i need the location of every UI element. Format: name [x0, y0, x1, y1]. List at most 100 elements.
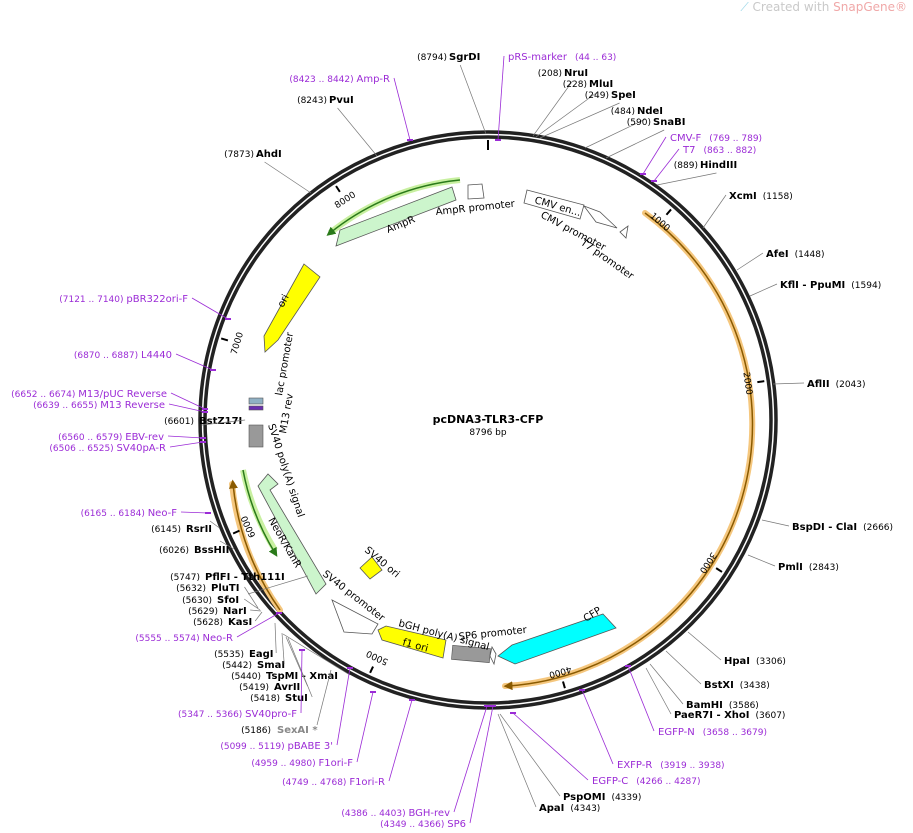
primer-label: (4349 .. 4366) SP6	[380, 819, 466, 830]
sv40-ori-feature	[359, 556, 383, 580]
site-position: (2043)	[836, 380, 866, 390]
site-leader-line	[219, 540, 234, 550]
site-label: PmlI(2843)	[778, 562, 839, 573]
primer-label: EXFP-R (3919 .. 3938)	[617, 760, 725, 771]
site-label: BamHI(3586)	[686, 700, 759, 711]
primer-range: (769 .. 789)	[709, 134, 762, 144]
primer-range: (4266 .. 4287)	[636, 777, 700, 787]
f1-ori-feature	[377, 625, 447, 659]
site-leader-line	[250, 609, 262, 612]
primer-name: EGFP-C	[592, 776, 628, 787]
sv40-promoter-feature	[331, 599, 379, 635]
tick-mark	[335, 185, 341, 193]
site-position: (1448)	[795, 250, 825, 260]
site-label: HpaI(3306)	[724, 656, 786, 667]
primer-name: EXFP-R	[617, 760, 652, 771]
tlr3-orf-arc	[502, 210, 756, 689]
site-label: (8794)	[417, 53, 447, 63]
plasmid-title: pcDNA3-TLR3-CFP	[433, 413, 544, 426]
site-label: PaeR7I - XhoI(3607)	[674, 710, 785, 721]
tick-mark	[369, 666, 374, 674]
primer-name: SV40pA-R	[117, 443, 166, 454]
primer-leader-line	[497, 55, 505, 141]
site-leader-line	[264, 161, 312, 194]
primer-range: (4386 .. 4403)	[341, 809, 408, 819]
site-label: PspOMI (4339)	[563, 792, 641, 803]
primer-name: Amp-R	[357, 74, 391, 85]
site-label: (6026)	[159, 546, 189, 556]
primer-label: (4749 .. 4768) F1ori-R	[282, 777, 385, 788]
site-position: (5186)	[241, 726, 271, 736]
primer-range: (4749 .. 4768)	[282, 778, 349, 788]
site-name: NarI	[223, 606, 247, 617]
primer-name: Neo-R	[203, 633, 234, 644]
sp6-promoter-label: SP6 promoter	[458, 625, 528, 643]
site-name: BstXI	[704, 680, 734, 691]
t7-promoter-feature	[619, 225, 629, 239]
site-leader-line	[287, 637, 313, 698]
site-leader-line	[749, 283, 778, 297]
primer-range: (3919 .. 3938)	[660, 761, 724, 771]
site-name: SmaI	[257, 660, 285, 671]
site-label: PvuI	[329, 95, 354, 106]
site-name: PaeR7I - XhoI	[674, 710, 750, 721]
site-leader-line	[761, 519, 790, 527]
primer-name: EGFP-N	[658, 727, 695, 738]
primer-name: EBV-rev	[125, 432, 164, 443]
site-position: (4339)	[611, 793, 641, 803]
primer-leader-line	[170, 392, 206, 410]
primer-name: pBABE 3'	[287, 741, 333, 752]
site-label: (5440)	[231, 672, 261, 682]
primer-label: (7121 .. 7140) pBR322ori-F	[59, 294, 188, 305]
site-label: SpeI	[611, 90, 636, 101]
site-name: BssHII	[194, 545, 229, 556]
neor-feature	[257, 473, 327, 595]
site-label: (208)	[538, 69, 562, 79]
site-leader-line	[247, 575, 308, 595]
site-name: TspMI - XmaI	[266, 671, 338, 682]
primer-leader-line	[236, 612, 280, 638]
snapgene-logo-icon: ⟋	[740, 0, 753, 14]
ori-feature	[263, 263, 321, 353]
m13-rev-label: M13 rev	[278, 393, 296, 435]
site-position: (8794)	[417, 53, 447, 63]
plasmid-length: 8796 bp	[469, 428, 506, 438]
primer-annotations: pRS-marker(44 .. 63)(8423 .. 8442) Amp-R…	[11, 52, 767, 830]
site-label: (5747)	[170, 573, 200, 583]
tick-mark	[665, 208, 672, 216]
site-name: AflII	[807, 379, 830, 390]
primer-leader-line	[393, 77, 411, 141]
site-label: (5535)	[214, 650, 244, 660]
site-leader-line	[244, 598, 261, 611]
site-leader-line	[645, 667, 672, 715]
site-label: (5419)	[239, 683, 269, 693]
site-name: KflI - PpuMI	[780, 280, 845, 291]
primer-name: F1ori-R	[349, 777, 385, 788]
site-position: (3306)	[756, 657, 786, 667]
site-leader-line	[285, 636, 308, 687]
primer-label: EGFP-N(3658 .. 3679)	[658, 727, 767, 738]
primer-label: (4959 .. 4980) F1ori-F	[251, 758, 353, 769]
primer-range: (7121 .. 7140)	[59, 295, 126, 305]
site-position: (889)	[674, 161, 698, 171]
site-name: PspOMI	[563, 792, 605, 803]
primer-range: (5555 .. 5574)	[135, 634, 202, 644]
site-label: NdeI	[637, 106, 663, 117]
site-label: SnaBI	[653, 117, 685, 128]
primer-name: pRS-marker	[508, 52, 568, 63]
sp6-promoter-feature	[489, 645, 497, 666]
site-name: BamHI	[686, 700, 723, 711]
restriction-sites: (8794) SgrDI(208) NruI(228) MluI(249) Sp…	[151, 52, 893, 814]
ampr-feature	[335, 186, 457, 247]
site-label: (5629)	[188, 607, 218, 617]
watermark-brand: SnapGene®	[833, 0, 907, 14]
site-label: ApaI(4343)	[539, 803, 600, 814]
primer-name: T7	[682, 145, 695, 156]
snapgene-watermark: ⟋ Created with SnapGene®	[740, 0, 907, 15]
primer-name: L4440	[141, 350, 172, 361]
primer-name: M13 Reverse	[100, 400, 165, 411]
site-leader-line	[497, 713, 537, 808]
primer-label: T7(863 .. 882)	[682, 145, 756, 156]
site-position: (3438)	[740, 681, 770, 691]
